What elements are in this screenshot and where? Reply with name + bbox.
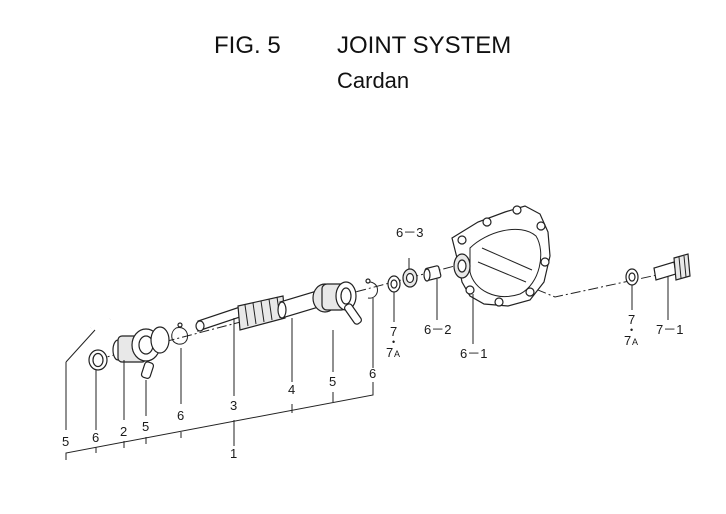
callout-7-1: 7－1 <box>656 322 683 337</box>
part-circlip-mid <box>171 322 188 345</box>
callout-7a-sub: A <box>394 349 400 359</box>
part-bush-6-2 <box>423 265 442 282</box>
callout-6-3: 6－3 <box>396 225 423 240</box>
leader-lines <box>65 258 669 460</box>
callout-2: 2 <box>120 424 127 439</box>
callout-5-right: 5 <box>329 374 336 389</box>
callout-6-right: 6 <box>369 366 376 381</box>
part-splined-shaft <box>195 295 286 332</box>
part-pin-right <box>343 303 363 325</box>
svg-text:•: • <box>630 325 633 335</box>
svg-text:•: • <box>392 337 395 347</box>
callout-4: 4 <box>288 382 295 397</box>
callout-7: 7 <box>390 324 397 339</box>
callout-5-mid: 5 <box>142 419 149 434</box>
figure-number: FIG. 5 <box>214 32 281 59</box>
part-joint-yoke-left <box>112 326 170 363</box>
part-stub-shaft-7-1 <box>653 253 691 281</box>
figure-subtitle: Cardan <box>337 68 410 93</box>
callout-3: 3 <box>230 398 237 413</box>
callout-6-2: 6－2 <box>424 322 451 337</box>
callout-7a: 7 <box>386 345 393 360</box>
callout-6-left: 6 <box>92 430 99 445</box>
part-housing <box>451 205 551 307</box>
part-circlip-right <box>365 278 378 299</box>
callout-7-right: 7 <box>628 312 635 327</box>
part-joint-tube <box>277 281 357 319</box>
callout-6-1: 6－1 <box>460 346 487 361</box>
part-pin-left <box>90 317 111 330</box>
callout-6-mid: 6 <box>177 408 184 423</box>
part-bearing-6-3 <box>402 268 418 288</box>
callout-7a-right: 7 <box>624 333 631 348</box>
callout-5-left: 5 <box>62 434 69 449</box>
figure-title: JOINT SYSTEM <box>337 32 512 59</box>
callout-7a-right-sub: A <box>632 337 638 347</box>
callout-1: 1 <box>230 446 237 461</box>
part-pin-mid <box>140 361 155 379</box>
